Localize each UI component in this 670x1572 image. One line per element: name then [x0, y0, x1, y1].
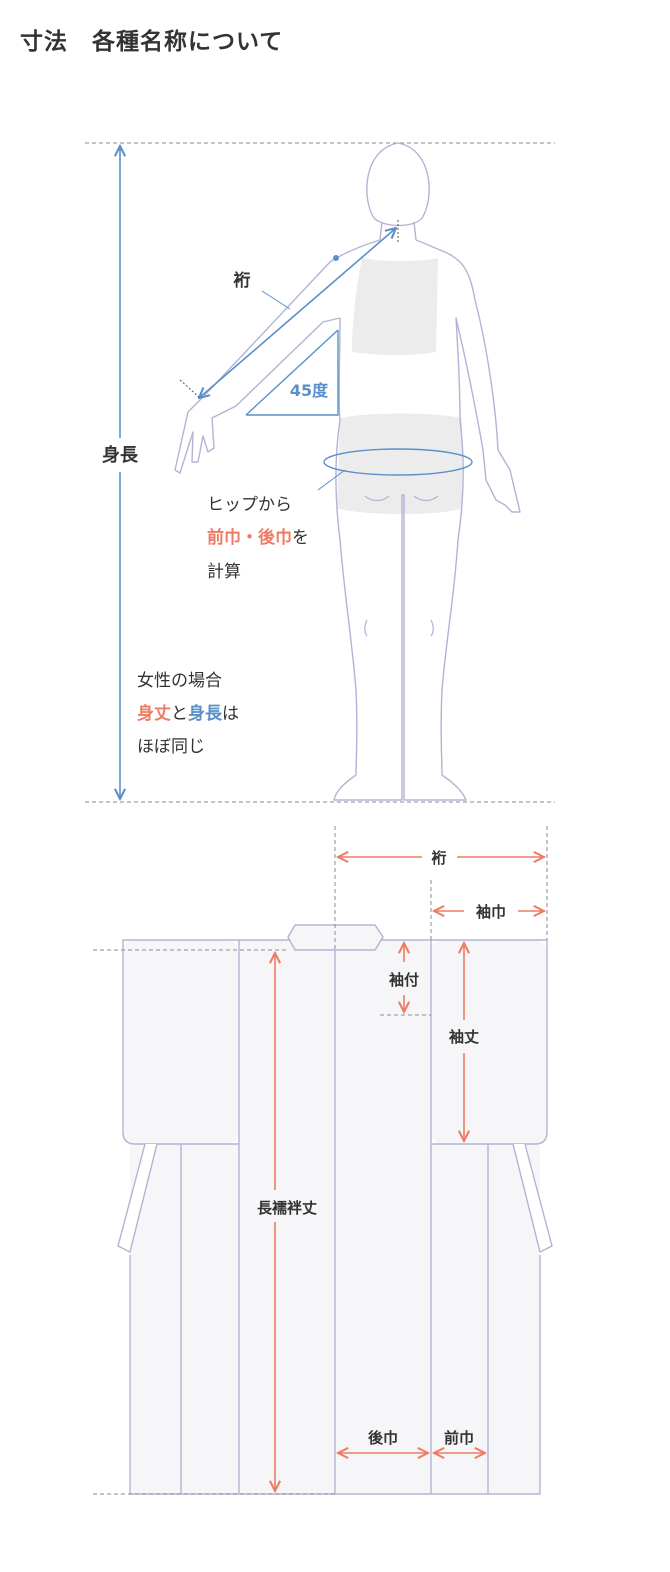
hip-note-sep: ・: [241, 528, 258, 548]
hips-fill: [337, 413, 462, 514]
angle-triangle: [246, 330, 339, 416]
hip-note-front: 前巾: [207, 527, 241, 548]
women-note-line1: 女性の場合: [137, 671, 222, 691]
hip-note: ヒップから 前巾・後巾を 計算: [207, 495, 309, 582]
women-note-height: 身長: [188, 703, 223, 724]
hip-note-line3: 計算: [207, 562, 241, 582]
yuki-wrist-tick: [179, 379, 201, 399]
sodetake-label: 袖丈: [449, 1028, 479, 1046]
angle-hypotenuse: [245, 329, 339, 416]
right-sleeve-outline: [431, 939, 548, 1145]
left-sleeve-fill: [123, 940, 239, 1144]
height-label: 身長: [102, 444, 139, 466]
women-note-wa: は: [222, 704, 239, 724]
right-sleeve-fill: [431, 940, 547, 1144]
yuki-joint-dot: [333, 255, 339, 261]
yuki-pointer-line: [261, 290, 291, 310]
hip-curve-left: [364, 495, 390, 502]
left-side-flap: [117, 1143, 158, 1253]
sodetsuke-label: 袖付: [389, 971, 419, 989]
left-skirt-fill: [130, 1144, 239, 1494]
length-label: 長襦袢丈: [257, 1199, 317, 1217]
women-note-line2: 身丈と身長は: [137, 703, 239, 724]
right-skirt-fill: [431, 1144, 540, 1494]
g-yuki-label: 裄: [430, 849, 446, 867]
head-outline: [366, 142, 430, 227]
sodehaba-label: 袖巾: [476, 903, 506, 921]
women-note-mitake: 身丈: [137, 703, 171, 724]
hip-curve-right: [413, 495, 439, 502]
yuki-arrow: [199, 228, 396, 398]
body-figure: 身長 裄 45度 ヒップから 前巾・後巾を 計算 女性の場合 身丈と身長は ほぼ…: [85, 142, 555, 803]
hip-note-back: 後巾: [258, 527, 292, 548]
knee-right: [430, 619, 434, 637]
front-width-label: 前巾: [444, 1429, 474, 1447]
page-title: 寸法 各種名称について: [20, 29, 284, 55]
body-outline: [174, 239, 521, 801]
left-sleeve-outline: [122, 939, 239, 1145]
collar-outline: [287, 924, 384, 951]
angle-label: 45度: [290, 381, 329, 400]
women-note: 女性の場合 身丈と身長は ほぼ同じ: [137, 671, 239, 757]
hip-measure-ellipse: [323, 448, 473, 476]
knee-left: [364, 619, 368, 637]
hip-note-suffix: を: [292, 528, 309, 548]
yuki-label: 裄: [233, 271, 251, 291]
women-note-to: と: [171, 704, 188, 724]
hip-pointer-line: [317, 469, 346, 491]
women-note-line3: ほぼ同じ: [137, 737, 205, 757]
hip-note-line2: 前巾・後巾を: [207, 527, 309, 548]
right-side-flap: [512, 1143, 553, 1253]
garment-diagram: 裄 袖巾 袖付 袖丈 長襦袢丈 後巾 前巾: [93, 826, 553, 1495]
torso-fill: [352, 258, 438, 355]
hip-note-line1: ヒップから: [207, 495, 292, 515]
back-width-label: 後巾: [367, 1429, 398, 1447]
